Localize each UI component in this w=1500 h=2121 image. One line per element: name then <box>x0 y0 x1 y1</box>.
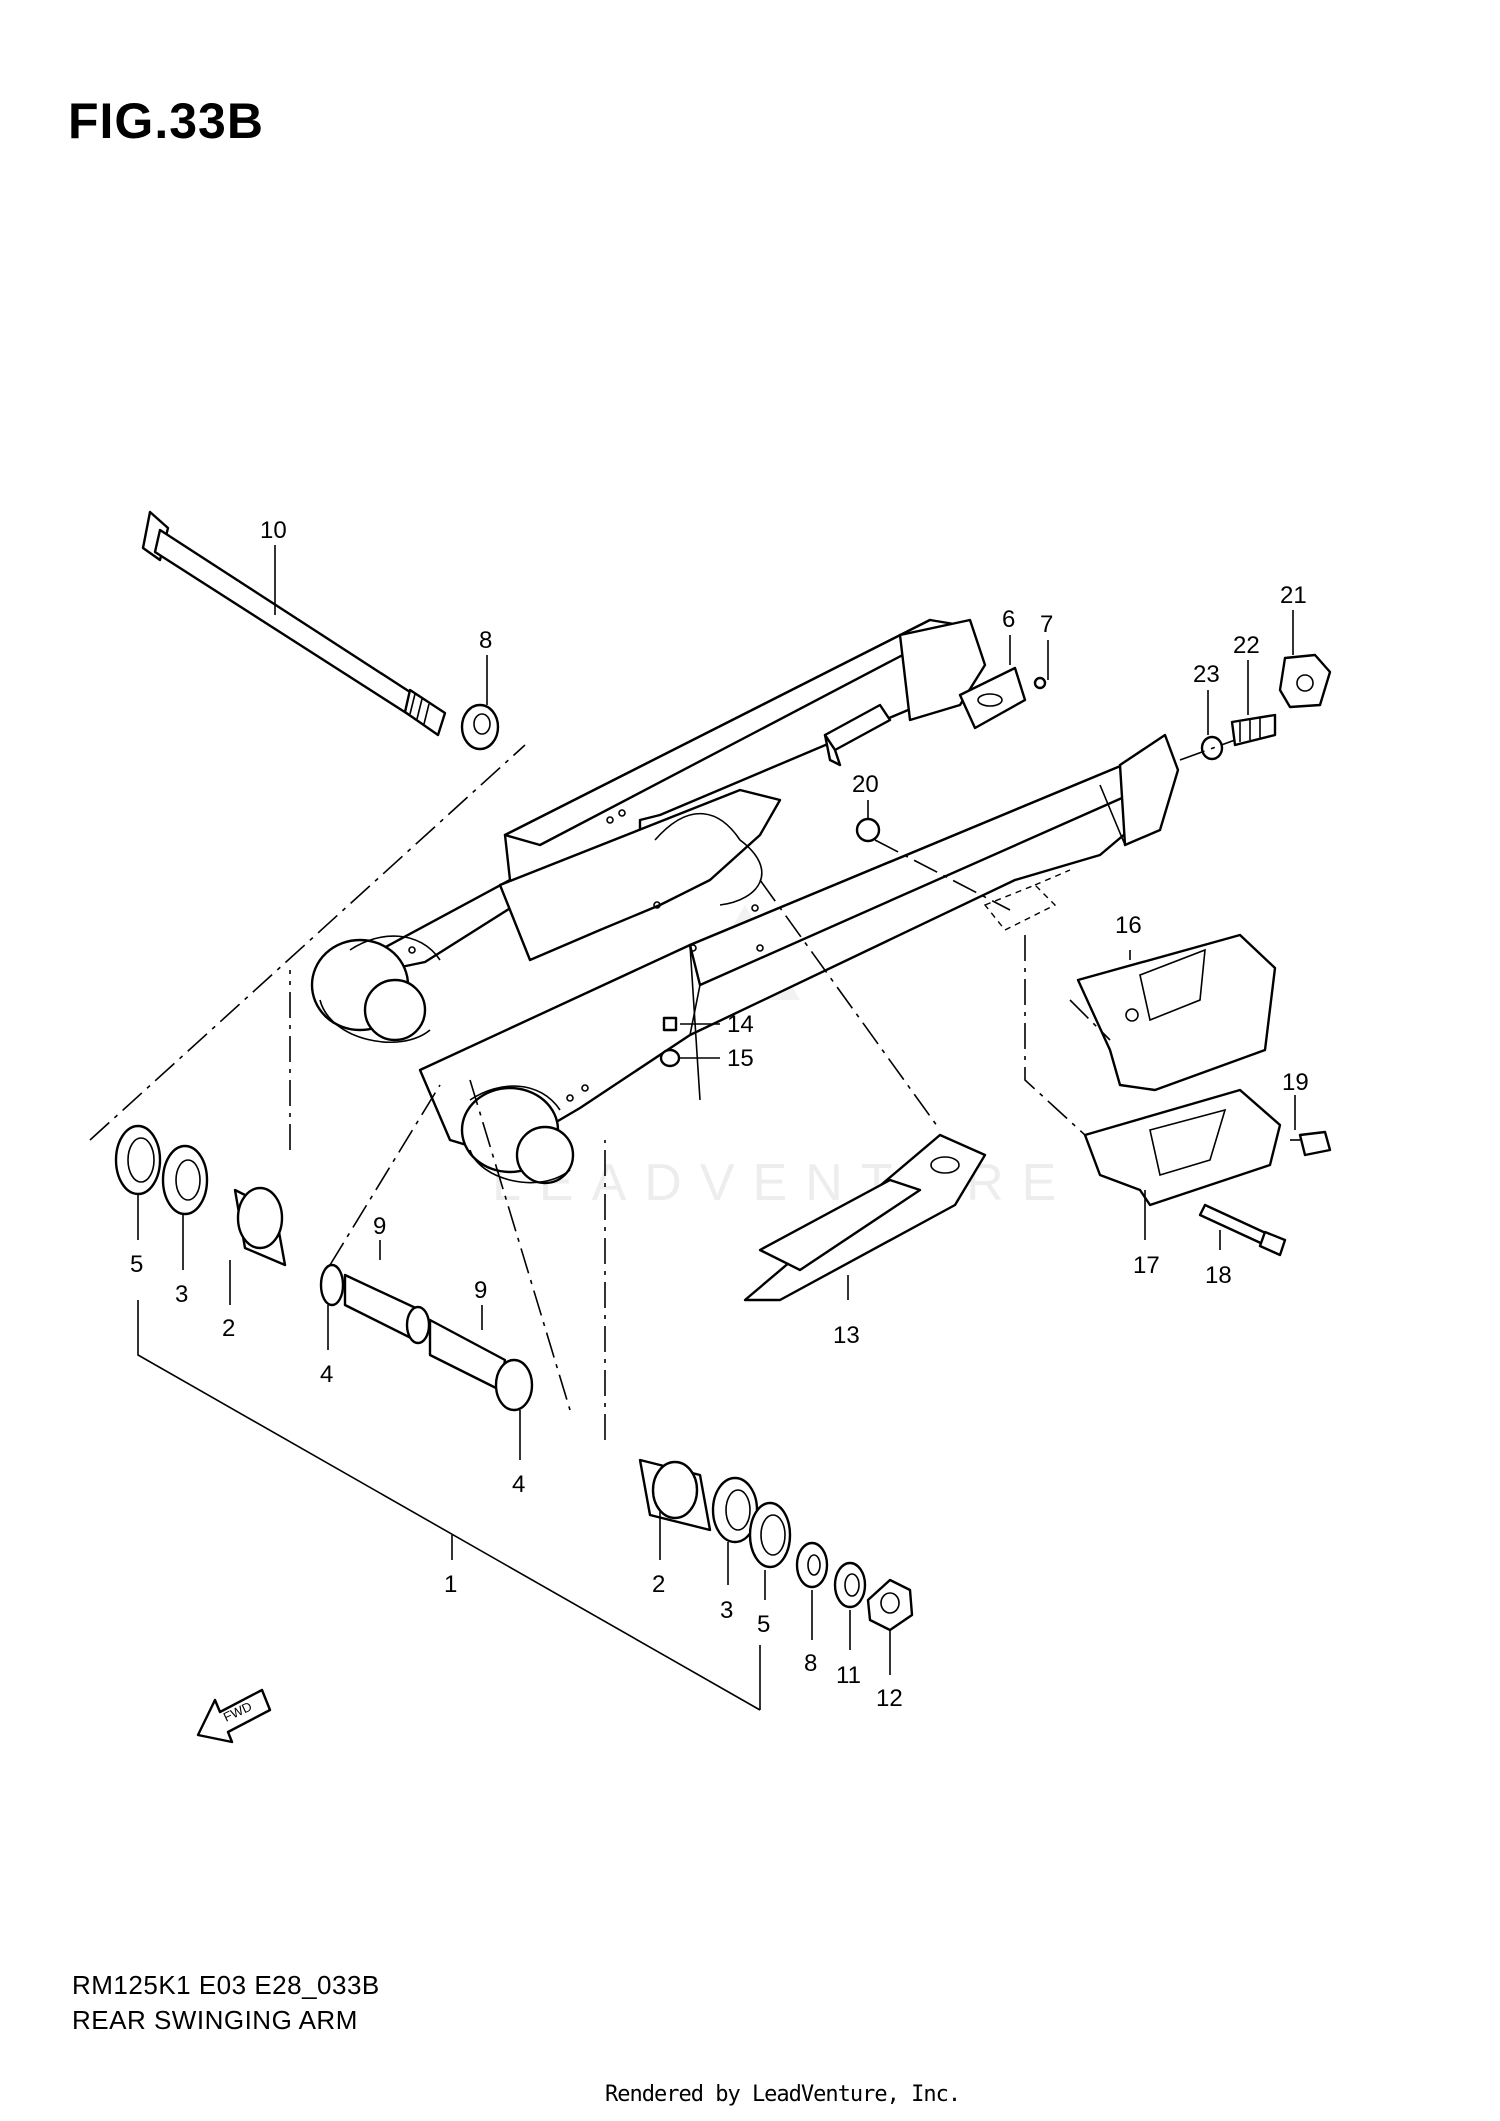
callout-17: 17 <box>1133 1252 1160 1279</box>
callout-15: 15 <box>727 1045 754 1072</box>
callout-18: 18 <box>1205 1262 1232 1289</box>
callout-3b: 3 <box>720 1597 733 1624</box>
callout-9a: 9 <box>373 1213 386 1240</box>
callout-labels: 10 8 6 7 21 22 23 20 16 14 15 19 17 18 1… <box>130 517 1309 1712</box>
callout-5a: 5 <box>130 1251 143 1278</box>
callout-5b: 5 <box>757 1611 770 1638</box>
callout-12: 12 <box>876 1685 903 1712</box>
diagram-code: RM125K1 E03 E28_033B <box>72 1970 380 2000</box>
callout-14: 14 <box>727 1011 754 1038</box>
callout-8b: 8 <box>804 1650 817 1677</box>
callout-8: 8 <box>479 627 492 654</box>
fwd-arrow-icon: FWD <box>196 1688 272 1744</box>
chain-slider-13 <box>659 1016 987 1302</box>
callout-4a: 4 <box>320 1361 333 1388</box>
callout-4b: 4 <box>512 1471 525 1498</box>
axle-cap-parts <box>855 653 1332 843</box>
callout-23: 23 <box>1193 661 1220 688</box>
callout-6: 6 <box>1002 606 1015 633</box>
pivot-shaft <box>141 510 447 737</box>
callout-2b: 2 <box>652 1571 665 1598</box>
callout-11: 11 <box>836 1662 861 1689</box>
callout-22: 22 <box>1233 632 1260 659</box>
callout-3a: 3 <box>175 1281 188 1308</box>
spacers-4-9 <box>319 1263 534 1412</box>
swing-arm <box>310 618 1180 1185</box>
chain-guide-16-17 <box>1076 933 1282 1207</box>
callout-16: 16 <box>1115 912 1142 939</box>
arm-rib-detail <box>823 703 892 767</box>
chain-adjuster-plate-6 <box>958 666 1047 730</box>
callout-10: 10 <box>260 517 287 544</box>
callout-19: 19 <box>1282 1069 1309 1096</box>
leader-lines <box>89 545 1296 1711</box>
washer-8-top <box>460 703 500 751</box>
bolts-18-19 <box>1198 1130 1332 1257</box>
right-bearing-stack <box>638 1458 914 1632</box>
callout-2a: 2 <box>222 1315 235 1342</box>
render-credit: Rendered by LeadVenture, Inc. <box>605 2082 961 2107</box>
left-bearing-stack <box>114 1124 287 1267</box>
figure-title: FIG.33B <box>68 93 264 149</box>
callout-13: 13 <box>833 1322 860 1349</box>
callout-21: 21 <box>1280 582 1307 609</box>
watermark-text: LEADVENTURE <box>492 1154 1074 1212</box>
callout-7: 7 <box>1040 611 1053 638</box>
diagram-name: REAR SWINGING ARM <box>72 2005 358 2035</box>
callout-9b: 9 <box>474 1277 487 1304</box>
callout-20: 20 <box>852 771 879 798</box>
callout-1: 1 <box>444 1571 457 1598</box>
